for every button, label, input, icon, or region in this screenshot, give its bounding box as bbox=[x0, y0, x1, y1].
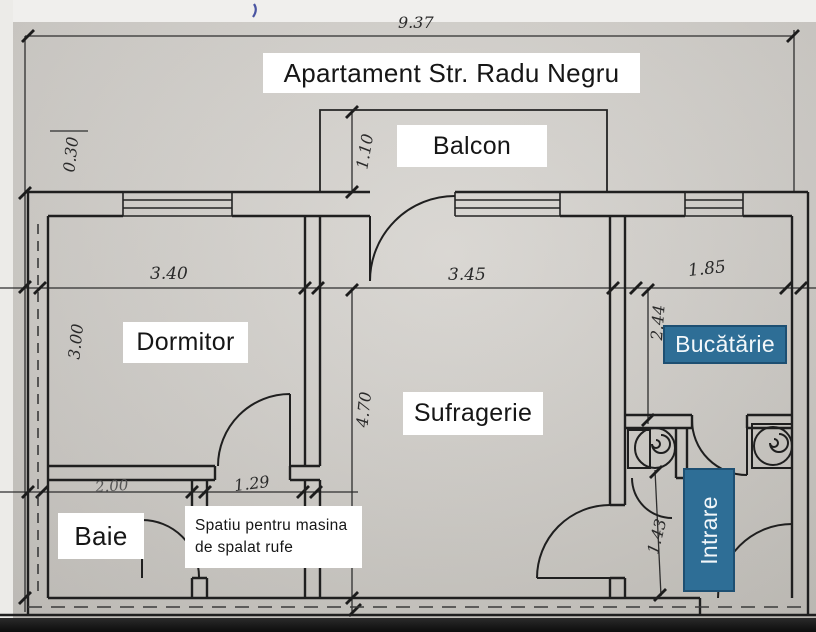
room-label-bath: Baie bbox=[58, 513, 144, 559]
dim-bedroom-depth: 3.00 bbox=[64, 318, 88, 364]
plan-title: Apartament Str. Radu Negru bbox=[263, 53, 640, 93]
dim-kitchen-width: 1.85 bbox=[687, 257, 727, 281]
dim-kitchen-depth-text: 2.44 bbox=[647, 303, 669, 341]
pen-mark bbox=[252, 3, 257, 18]
dim-living-depth: 4.70 bbox=[352, 387, 376, 431]
dim-total-width: 9.37 bbox=[398, 13, 434, 32]
bedroom-door bbox=[217, 393, 291, 467]
toilet-left-icon bbox=[627, 427, 676, 469]
scan-edge-top bbox=[0, 0, 816, 22]
wall-dashed-lines bbox=[28, 224, 806, 608]
washer-note-line1: Spatiu pentru masina bbox=[195, 516, 348, 534]
room-label-living: Sufragerie bbox=[403, 392, 543, 435]
toilet-right-icon bbox=[751, 423, 793, 469]
dim-wall-offset-text: 0.30 bbox=[59, 135, 83, 173]
dim-living-width: 3.45 bbox=[448, 265, 486, 285]
room-label-bedroom: Dormitor bbox=[123, 322, 248, 363]
dim-bath-width: 2.00 bbox=[94, 475, 129, 497]
kitchen-door bbox=[691, 419, 748, 476]
washer-note-line2: de spalat rufe bbox=[195, 539, 294, 556]
dim-balcony-depth-text: 1.10 bbox=[352, 131, 378, 171]
dim-balcony-depth: 1.10 bbox=[352, 128, 378, 174]
dim-bedroom-depth-text: 3.00 bbox=[64, 322, 88, 360]
dim-kitchen-depth: 2.44 bbox=[647, 298, 669, 346]
wc-door bbox=[631, 477, 673, 519]
room-label-balcony: Balcon bbox=[397, 125, 547, 167]
toilet-fixtures bbox=[627, 423, 793, 469]
windows bbox=[122, 191, 744, 217]
room-label-entrance: Intrare bbox=[683, 468, 735, 592]
balcony-door bbox=[369, 195, 456, 282]
scan-edge-left bbox=[0, 0, 13, 620]
dim-hall-depth-text: 1.43 bbox=[643, 516, 671, 556]
entrance-label-text: Intrare bbox=[695, 495, 722, 565]
dim-wall-offset: 0.30 bbox=[59, 132, 83, 176]
room-label-kitchen: Bucătărie bbox=[663, 325, 787, 364]
dim-hall-depth: 1.43 bbox=[643, 512, 671, 560]
scan-edge-bottom bbox=[0, 618, 816, 632]
washer-space-note: Spatiu pentru masina de spalat rufe bbox=[185, 506, 362, 568]
living-hall-door bbox=[536, 504, 611, 579]
exterior-walls bbox=[0, 190, 816, 617]
dim-bedroom-width: 3.40 bbox=[150, 264, 188, 284]
dim-living-depth-text: 4.70 bbox=[352, 390, 376, 428]
balcony-outline bbox=[319, 109, 608, 192]
